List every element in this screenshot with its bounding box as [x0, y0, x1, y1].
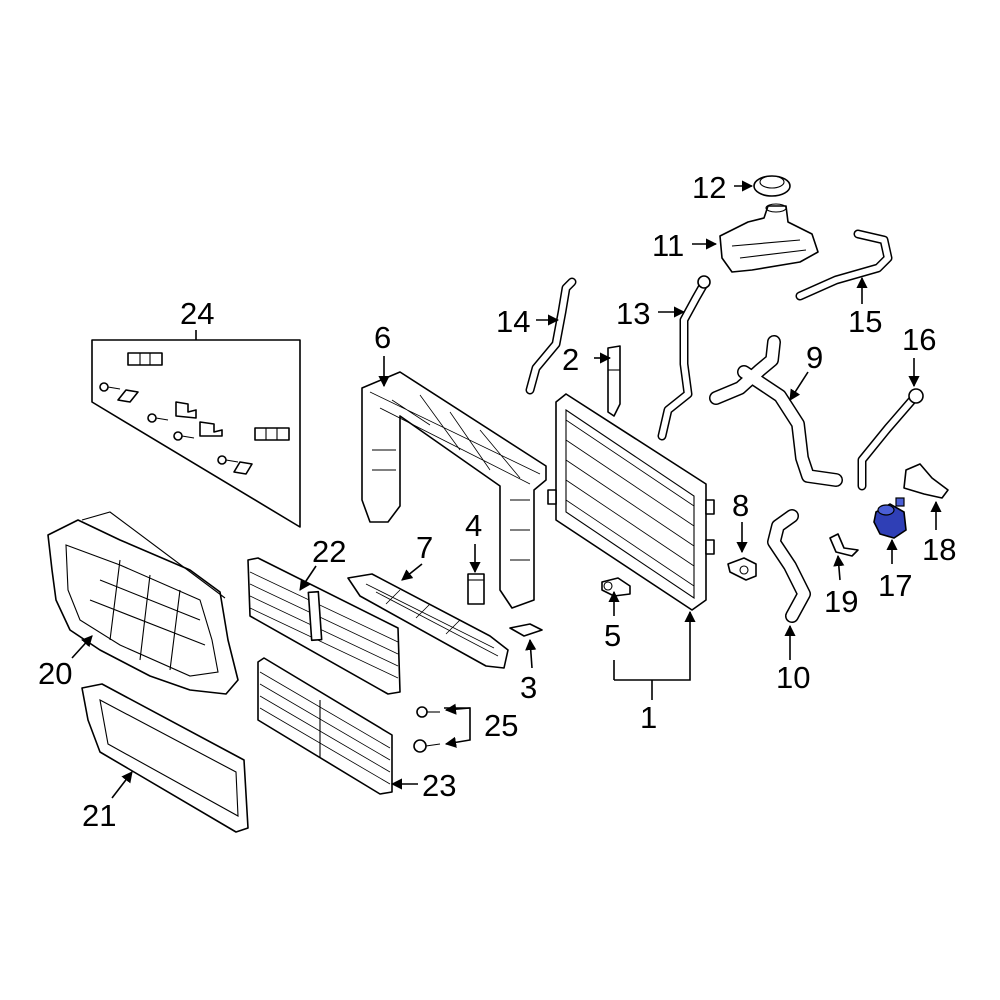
part-13-hose[interactable]: [657, 275, 711, 441]
callout-8: 8: [732, 488, 749, 523]
kit-bracket: [117, 389, 139, 403]
part-6-radiator-support[interactable]: [361, 371, 547, 609]
part-9-hose[interactable]: [709, 335, 843, 487]
callout-23: 23: [422, 768, 456, 803]
callout-4: 4: [465, 508, 482, 543]
part-15-hose[interactable]: [795, 229, 893, 301]
callout-11: 11: [652, 228, 684, 263]
part-17-water-pump[interactable]: [873, 497, 907, 539]
part-14-hose[interactable]: [525, 277, 577, 395]
callout-5: 5: [604, 618, 621, 653]
callout-14: 14: [496, 304, 530, 339]
part-4-bracket[interactable]: [467, 573, 485, 605]
callout-24: 24: [180, 296, 214, 331]
part-24-hardware-kit[interactable]: [91, 339, 301, 528]
callout-18: 18: [922, 532, 956, 567]
callout-20: 20: [38, 656, 72, 691]
kit-clip: [254, 427, 290, 441]
part-23-lower-shutter[interactable]: [257, 657, 393, 795]
kit-screw: [99, 382, 121, 392]
part-12-reservoir-cap[interactable]: [753, 175, 791, 197]
kit-screw: [173, 431, 195, 441]
callout-1: 1: [640, 700, 657, 735]
part-18-bracket[interactable]: [903, 463, 949, 499]
callout-7: 7: [416, 530, 433, 565]
kit-bracket: [199, 421, 223, 437]
part-8-connector[interactable]: [727, 557, 757, 581]
callout-12: 12: [692, 170, 726, 205]
callout-16: 16: [902, 322, 936, 357]
part-11-coolant-reservoir[interactable]: [719, 203, 819, 273]
kit-bracket: [175, 401, 197, 419]
callout-3: 3: [520, 670, 537, 705]
leader-lines: [71, 180, 942, 799]
part-1-radiator[interactable]: [547, 393, 715, 611]
kit-screw: [217, 455, 239, 465]
part-22-upper-shutter[interactable]: [247, 557, 401, 695]
callout-13: 13: [616, 296, 650, 331]
kit-clip: [127, 352, 163, 366]
part-19-clip[interactable]: [829, 533, 859, 557]
part-25-fasteners[interactable]: [413, 706, 441, 753]
callout-2: 2: [562, 342, 579, 377]
callout-25: 25: [484, 708, 518, 743]
kit-bracket: [233, 461, 253, 475]
part-10-hose[interactable]: [767, 509, 811, 623]
callout-labels: 1 2 3 4 5 6 7 8 9 10 11 12 13 14 15 16 1…: [38, 170, 956, 833]
callout-9: 9: [806, 340, 823, 375]
part-5-plug[interactable]: [601, 577, 631, 597]
part-7-air-deflector[interactable]: [347, 573, 509, 669]
callout-17: 17: [878, 568, 912, 603]
part-21-seal-frame[interactable]: [81, 683, 249, 833]
part-20-grille-frame[interactable]: [47, 511, 239, 695]
callout-10: 10: [776, 660, 810, 695]
part-2-bracket[interactable]: [607, 345, 621, 417]
part-3-clip[interactable]: [509, 623, 543, 637]
callout-21: 21: [82, 798, 116, 833]
callout-19: 19: [824, 584, 858, 619]
callout-6: 6: [374, 320, 391, 355]
callout-15: 15: [848, 304, 882, 339]
kit-screw: [147, 413, 169, 423]
callout-22: 22: [312, 534, 346, 569]
part-16-hose[interactable]: [857, 388, 924, 491]
